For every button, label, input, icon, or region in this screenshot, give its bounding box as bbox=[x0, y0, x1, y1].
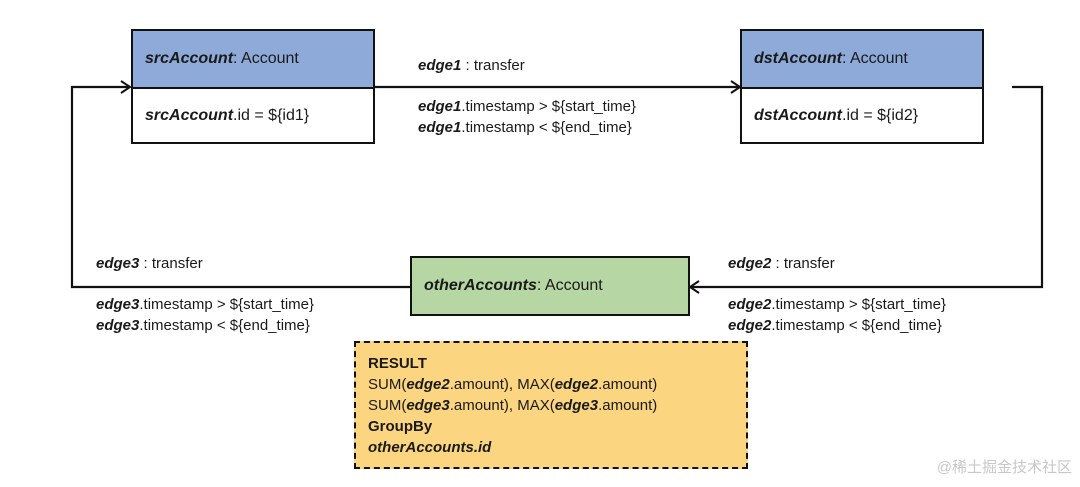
result-title: RESULT bbox=[368, 355, 427, 372]
edge2-cond2-var: edge2 bbox=[728, 317, 772, 334]
src-account-node: srcAccount: Account srcAccount.id = ${id… bbox=[131, 29, 375, 144]
edge1-cond1: .timestamp > ${start_time} bbox=[461, 98, 637, 115]
edge3-cond1-var: edge3 bbox=[96, 296, 140, 313]
edge3-cond2: .timestamp < ${end_time} bbox=[139, 317, 310, 334]
edge2-cond1-var: edge2 bbox=[728, 296, 772, 313]
result-l1-b: .amount), MAX( bbox=[449, 376, 555, 393]
dst-account-type: : Account bbox=[842, 50, 908, 67]
result-box: RESULT SUM(edge2.amount), MAX(edge2.amou… bbox=[354, 341, 748, 469]
result-l2-c: .amount) bbox=[598, 397, 658, 414]
edge2-type: : transfer bbox=[771, 255, 835, 272]
result-line-1: SUM(edge2.amount), MAX(edge2.amount) bbox=[368, 374, 734, 395]
edge3-label: edge3 : transfer bbox=[96, 253, 203, 274]
result-l1-v1: edge2 bbox=[406, 376, 450, 393]
result-line-2: SUM(edge3.amount), MAX(edge3.amount) bbox=[368, 395, 734, 416]
dst-account-cond-var: dstAccount bbox=[754, 106, 842, 124]
edge2-cond1: .timestamp > ${start_time} bbox=[771, 296, 947, 313]
edge1-cond2-var: edge1 bbox=[418, 119, 462, 136]
src-account-cond: .id = ${id1} bbox=[233, 106, 310, 124]
edge2-cond2: .timestamp < ${end_time} bbox=[771, 317, 942, 334]
edge2-label: edge2 : transfer bbox=[728, 253, 835, 274]
edge2-conditions: edge2.timestamp > ${start_time} edge2.ti… bbox=[728, 294, 946, 336]
src-account-type: : Account bbox=[233, 50, 299, 67]
edge3-type: : transfer bbox=[139, 255, 203, 272]
result-l1-v2: edge2 bbox=[554, 376, 599, 393]
other-accounts-var: otherAccounts bbox=[424, 277, 537, 294]
edge1-type: : transfer bbox=[461, 57, 525, 74]
edge1-var: edge1 bbox=[418, 57, 462, 74]
edge3-line bbox=[70, 80, 410, 289]
result-groupby-key: otherAccounts.id bbox=[368, 439, 492, 456]
edge3-cond2-var: edge3 bbox=[96, 317, 140, 334]
watermark: @稀土掘金技术社区 bbox=[936, 459, 1072, 476]
src-account-condition: srcAccount.id = ${id1} bbox=[133, 89, 373, 142]
result-groupby: GroupBy bbox=[368, 418, 433, 435]
edge1-cond1-var: edge1 bbox=[418, 98, 462, 115]
src-account-var: srcAccount bbox=[145, 50, 234, 67]
edge2-line bbox=[688, 85, 1044, 294]
dst-account-var: dstAccount bbox=[754, 50, 842, 67]
result-l2-b: .amount), MAX( bbox=[449, 397, 555, 414]
result-l1-c: .amount) bbox=[598, 376, 658, 393]
result-l1-a: SUM( bbox=[368, 376, 407, 393]
result-l2-v1: edge3 bbox=[406, 397, 450, 414]
edge1-label: edge1 : transfer bbox=[418, 55, 525, 76]
edge1-conditions: edge1.timestamp > ${start_time} edge1.ti… bbox=[418, 96, 636, 138]
other-accounts-node: otherAccounts: Account bbox=[410, 256, 690, 316]
edge3-var: edge3 bbox=[96, 255, 140, 272]
edge3-conditions: edge3.timestamp > ${start_time} edge3.ti… bbox=[96, 294, 314, 336]
result-l2-v2: edge3 bbox=[554, 397, 599, 414]
dst-account-header: dstAccount: Account bbox=[742, 31, 982, 89]
edge2-var: edge2 bbox=[728, 255, 772, 272]
dst-account-condition: dstAccount.id = ${id2} bbox=[742, 89, 982, 142]
edge1-cond2: .timestamp < ${end_time} bbox=[461, 119, 632, 136]
src-account-cond-var: srcAccount bbox=[145, 106, 234, 124]
dst-account-cond: .id = ${id2} bbox=[842, 106, 919, 124]
other-accounts-type: : Account bbox=[536, 277, 603, 294]
src-account-header: srcAccount: Account bbox=[133, 31, 373, 89]
edge3-cond1: .timestamp > ${start_time} bbox=[139, 296, 315, 313]
dst-account-node: dstAccount: Account dstAccount.id = ${id… bbox=[740, 29, 984, 144]
result-l2-a: SUM( bbox=[368, 397, 407, 414]
